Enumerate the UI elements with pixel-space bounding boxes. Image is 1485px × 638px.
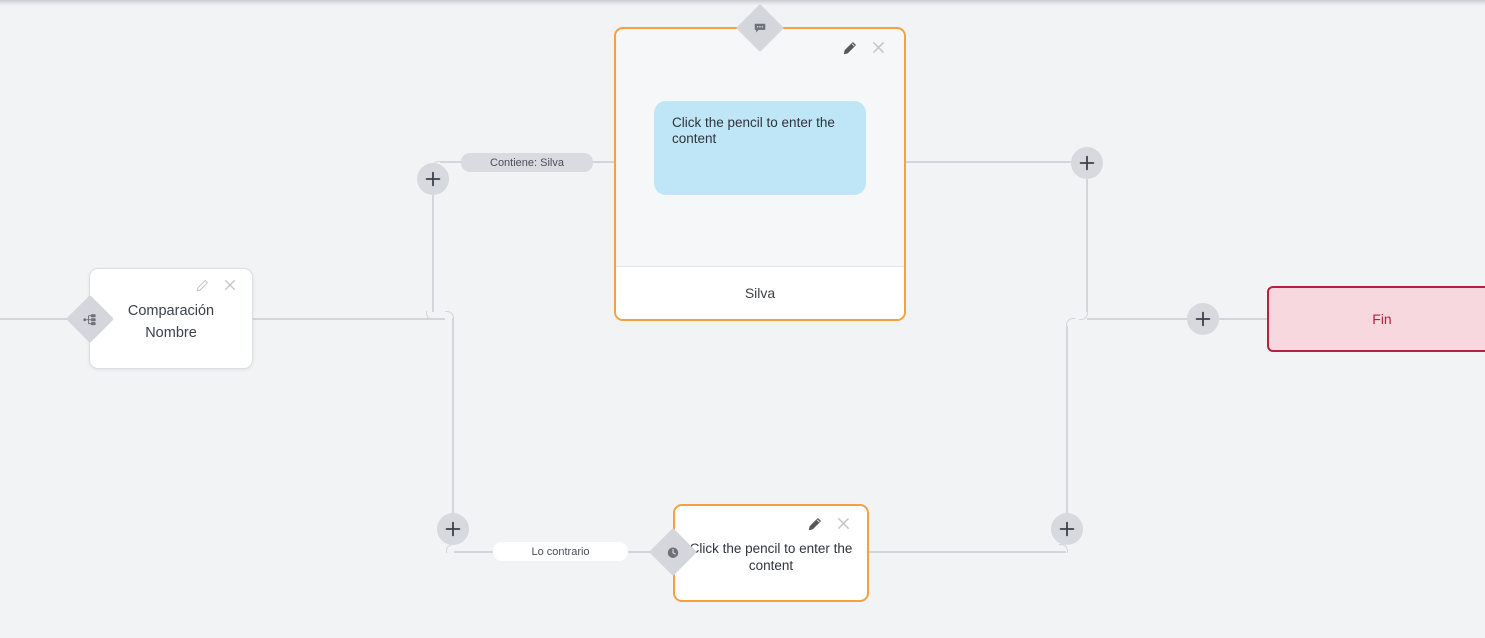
node-message-actions	[843, 40, 886, 55]
close-icon[interactable]	[836, 516, 851, 531]
edge-branch-true-up	[432, 180, 434, 312]
close-icon[interactable]	[223, 278, 237, 292]
branch-icon	[83, 312, 98, 327]
edge-corner-split-top	[445, 311, 454, 320]
plus-icon	[445, 521, 461, 537]
node-message-body: Click the pencil to enter the content	[616, 29, 904, 266]
node-comparison[interactable]: Comparación Nombre	[89, 268, 253, 369]
node-alternate[interactable]: Click the pencil to enter the content	[673, 504, 869, 602]
pencil-icon[interactable]	[196, 279, 209, 292]
node-comparison-actions	[196, 278, 237, 292]
node-comparison-subtitle: Nombre	[145, 324, 197, 341]
node-message-footer: Silva	[616, 266, 904, 319]
edge-split-down	[452, 318, 454, 530]
edge-false-stub	[454, 551, 494, 553]
edge-message-down	[1086, 179, 1088, 312]
add-node-button-after-message[interactable]	[1071, 147, 1103, 179]
node-alternate-actions	[808, 516, 851, 531]
edge-label-otherwise[interactable]: Lo contrario	[493, 542, 628, 561]
plus-icon	[425, 171, 441, 187]
edge-false-to-alternate	[608, 551, 656, 553]
add-node-button-branch-false[interactable]	[437, 513, 469, 545]
edge-corner-merge-bottom	[1066, 318, 1075, 327]
node-alternate-badge[interactable]	[648, 527, 698, 577]
edge-corner-merge-top	[1079, 311, 1088, 320]
pencil-icon[interactable]	[808, 517, 822, 531]
plus-icon	[1195, 311, 1211, 327]
clock-icon	[666, 545, 681, 560]
add-node-button-before-end[interactable]	[1187, 303, 1219, 335]
node-message-badge[interactable]	[735, 3, 785, 53]
chat-bubble-icon	[753, 21, 767, 35]
edge-merge-to-end	[1087, 318, 1188, 320]
edge-end-in	[1219, 318, 1267, 320]
plus-icon	[1079, 155, 1095, 171]
node-alternate-text[interactable]: Click the pencil to enter the content	[689, 541, 853, 573]
plus-icon	[1059, 521, 1075, 537]
edge-corner-alt-up	[1059, 544, 1068, 553]
edge-incoming-left	[0, 318, 74, 320]
node-end[interactable]: Fin	[1267, 286, 1485, 352]
edge-alternate-up	[1066, 326, 1068, 545]
edge-label-contains[interactable]: Contiene: Silva	[461, 153, 593, 172]
edge-message-out	[906, 161, 1072, 163]
add-node-button-branch-true[interactable]	[417, 163, 449, 195]
pencil-icon[interactable]	[843, 41, 857, 55]
edge-corner-split-up	[426, 311, 435, 320]
node-comparison-badge[interactable]	[65, 294, 115, 344]
node-message-bubble[interactable]: Click the pencil to enter the content	[654, 100, 866, 195]
edge-compare-out	[253, 318, 445, 320]
node-message[interactable]: Click the pencil to enter the content Si…	[614, 27, 906, 321]
node-comparison-title: Comparación	[127, 303, 215, 320]
edge-alternate-out	[869, 551, 1066, 553]
close-icon[interactable]	[871, 40, 886, 55]
top-toolbar-strip	[0, 0, 1485, 6]
edge-corner-false-2	[446, 544, 455, 553]
add-node-button-after-alternate[interactable]	[1051, 513, 1083, 545]
